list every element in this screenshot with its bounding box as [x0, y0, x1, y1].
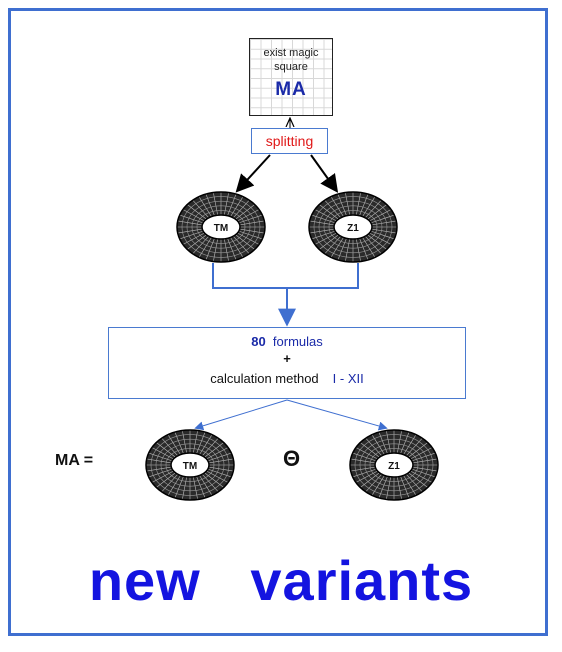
- torus-z1-label: Z1: [347, 223, 359, 234]
- result-torus-tm: TM: [145, 429, 235, 501]
- torus-z1: Z1: [308, 191, 398, 263]
- arrow-to-result-z1: [286, 399, 388, 431]
- formulas-word: formulas: [272, 334, 323, 349]
- method-text: calculation method: [210, 371, 319, 386]
- formula-count: 80: [251, 334, 266, 349]
- arrow-to-result-tm: [194, 399, 288, 431]
- magic-square-box: exist magic square MA: [249, 38, 333, 116]
- result-torus-tm-label: TM: [183, 461, 197, 472]
- magic-square-label: MA: [275, 79, 307, 100]
- formula-count-line: 80 formulas: [109, 334, 465, 349]
- magic-square-caption: exist magic square: [263, 47, 319, 73]
- operator-symbol: Θ: [283, 446, 301, 471]
- splitting-box: splitting: [251, 128, 328, 154]
- arrow-to-tm: [235, 154, 271, 193]
- plus-sign: +: [283, 351, 291, 366]
- roman-range: I - XII: [332, 371, 364, 386]
- new-variants-title: new variants: [88, 549, 474, 612]
- arrow-to-z1: [310, 154, 339, 193]
- merge-connector: [212, 263, 359, 289]
- outer-frame: [8, 8, 548, 636]
- torus-tm-label: TM: [214, 223, 228, 234]
- result-torus-z1: Z1: [349, 429, 439, 501]
- method-line: calculation method I - XII: [109, 371, 465, 386]
- result-torus-z1-label: Z1: [388, 461, 400, 472]
- equation-lhs: MA =: [55, 452, 94, 469]
- torus-tm: TM: [176, 191, 266, 263]
- formula-box: 80 formulas + calculation method I - XII: [108, 327, 466, 399]
